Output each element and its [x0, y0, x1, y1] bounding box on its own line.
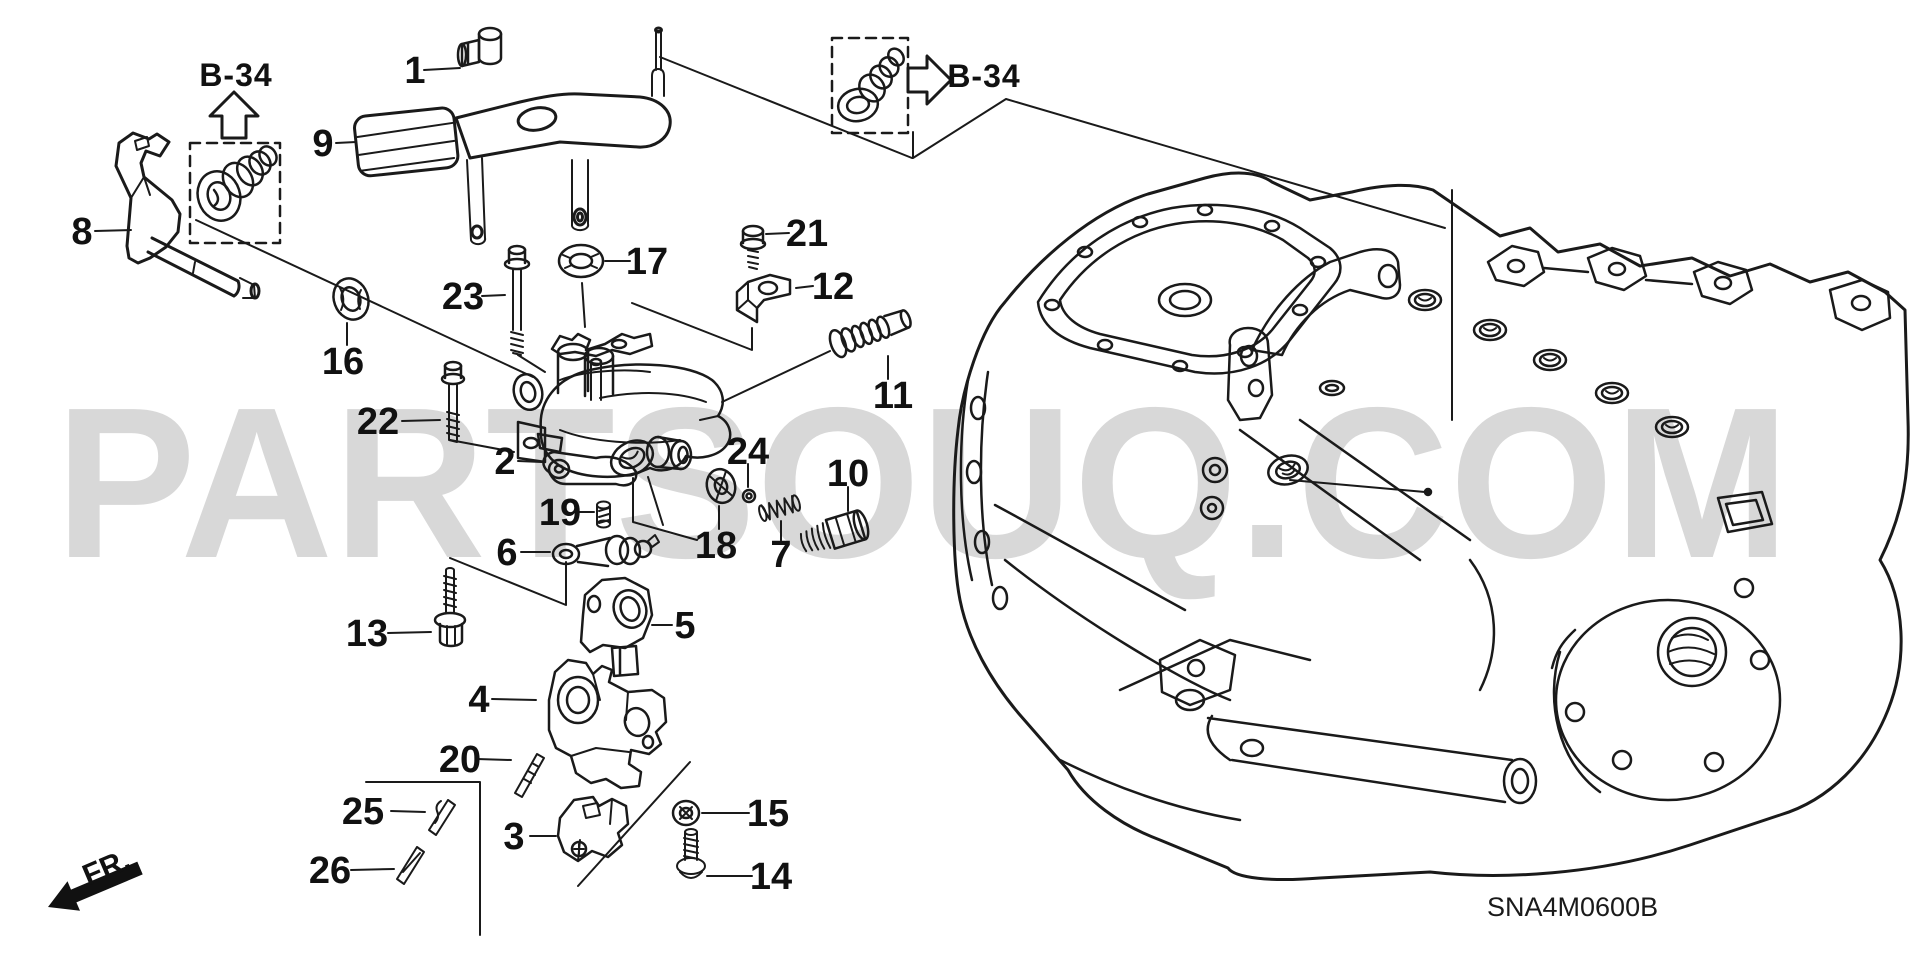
- part-20-pin: [514, 753, 545, 798]
- ref-label-top-right: B-34: [947, 58, 1020, 94]
- part-2-housing: [512, 332, 732, 487]
- callout-12[interactable]: 12: [812, 266, 854, 308]
- part-21-bolt: [739, 224, 767, 270]
- callout-4[interactable]: 4: [468, 679, 489, 721]
- part-19-pin-cylinder: [596, 500, 611, 529]
- callout-17[interactable]: 17: [626, 241, 668, 283]
- callout-6[interactable]: 6: [496, 532, 517, 574]
- pointer-dot: [1423, 487, 1433, 497]
- watermark-text: PARTSOUQ.COM: [55, 362, 1790, 603]
- callout-5[interactable]: 5: [674, 605, 695, 647]
- callout-8[interactable]: 8: [71, 211, 92, 253]
- ref-label-top-left: B-34: [199, 57, 272, 93]
- part-5-bracket: [579, 576, 654, 678]
- callout-11[interactable]: 11: [873, 375, 913, 417]
- boot-clip-top-right: [836, 47, 905, 123]
- callout-9[interactable]: 9: [312, 123, 333, 165]
- arrow-right-icon: [906, 54, 953, 106]
- callout-22[interactable]: 22: [357, 401, 399, 443]
- leader-lines: [94, 67, 889, 877]
- callout-21[interactable]: 21: [786, 213, 828, 255]
- callout-24[interactable]: 24: [727, 431, 769, 473]
- callout-25[interactable]: 25: [342, 791, 384, 833]
- callout-18[interactable]: 18: [695, 525, 737, 567]
- callout-3[interactable]: 3: [503, 816, 524, 858]
- callout-2[interactable]: 2: [494, 441, 515, 483]
- callout-16[interactable]: 16: [322, 341, 364, 383]
- part-22-bolt: [440, 360, 466, 443]
- part-14-screw: [676, 828, 706, 879]
- part-11-sensor: [828, 309, 912, 359]
- part-16-bushing: [332, 277, 370, 321]
- part-1-clamp: [456, 26, 503, 68]
- dashed-box-top-left: [188, 141, 282, 245]
- part-6-link: [551, 534, 660, 568]
- callout-26[interactable]: 26: [309, 850, 351, 892]
- part-25-pin: [428, 799, 456, 836]
- part-13-bolt: [433, 567, 467, 648]
- callout-23[interactable]: 23: [442, 276, 484, 318]
- part-12-bracket: [735, 273, 792, 324]
- dashed-box-top-right: [830, 36, 910, 135]
- part-4-plate: [547, 658, 668, 790]
- part-8-shift-lever: [114, 131, 261, 300]
- callout-19[interactable]: 19: [539, 492, 581, 534]
- part-18-washer: [705, 467, 737, 505]
- part-10-bolt: [799, 509, 870, 553]
- arrow-up-icon: [208, 90, 260, 140]
- part-15-washer: [671, 799, 701, 827]
- callout-10[interactable]: 10: [827, 453, 869, 495]
- part-9-knob-arm: [353, 26, 672, 246]
- part-26-pin: [396, 846, 425, 885]
- fr-direction-arrow-icon: [48, 861, 143, 911]
- callout-15[interactable]: 15: [747, 793, 789, 835]
- boot-clip-top-left: [196, 145, 278, 222]
- callout-20[interactable]: 20: [439, 739, 481, 781]
- callout-13[interactable]: 13: [346, 613, 388, 655]
- callout-14[interactable]: 14: [750, 856, 792, 898]
- part-24-oring: [741, 488, 757, 504]
- diagram-code: SNA4M0600B: [1487, 892, 1658, 922]
- part-7-spring: [758, 494, 801, 522]
- transmission-case: [952, 171, 1910, 881]
- callout-1[interactable]: 1: [404, 50, 425, 92]
- part-3-clamp: [556, 795, 630, 863]
- part-17-seal: [557, 243, 605, 279]
- part-23-bolt: [503, 244, 531, 356]
- assembly-reference-lines: [195, 56, 1453, 936]
- callout-7[interactable]: 7: [770, 534, 791, 576]
